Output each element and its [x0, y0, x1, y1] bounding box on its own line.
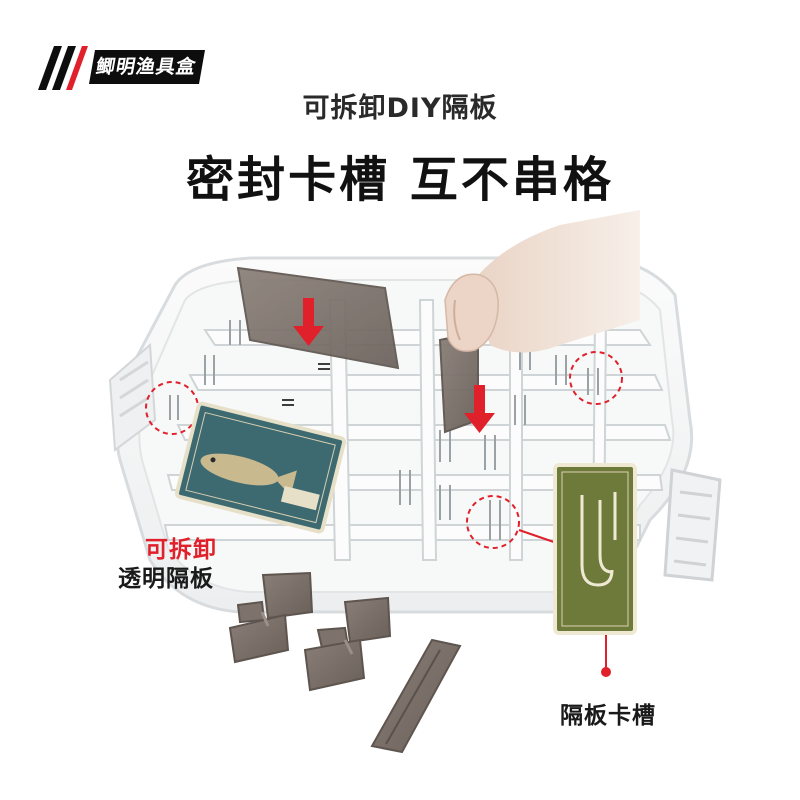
hooks-sticker-right [553, 463, 637, 635]
left-latch [108, 342, 157, 452]
brand-mark-icon [38, 46, 88, 90]
slot-marks [282, 363, 330, 406]
dashed-circle-icon [466, 495, 520, 549]
hand-arm [444, 210, 640, 353]
fishing-sticker-left [175, 401, 347, 534]
label-transparent-divider: 透明隔板 [118, 566, 214, 592]
down-arrow-icon [464, 385, 495, 433]
right-latch [663, 468, 722, 582]
label-removable: 可拆卸 [145, 537, 217, 563]
slot-ribs [169, 320, 599, 540]
down-arrow-icon [293, 298, 324, 346]
headline-title: 密封卡槽 互不串格 [186, 152, 614, 208]
callout-dot-icon [601, 667, 611, 677]
label-divider-slot: 隔板卡槽 [560, 703, 656, 729]
brand-logo: 鲫明渔具盒 [32, 38, 257, 102]
headline-subtitle: 可拆卸DIY隔板 [302, 93, 498, 124]
dashed-circle-icon [569, 351, 623, 405]
loose-dividers [228, 571, 462, 754]
brand-name: 鲫明渔具盒 [89, 50, 206, 84]
brown-divider-left [236, 266, 400, 370]
